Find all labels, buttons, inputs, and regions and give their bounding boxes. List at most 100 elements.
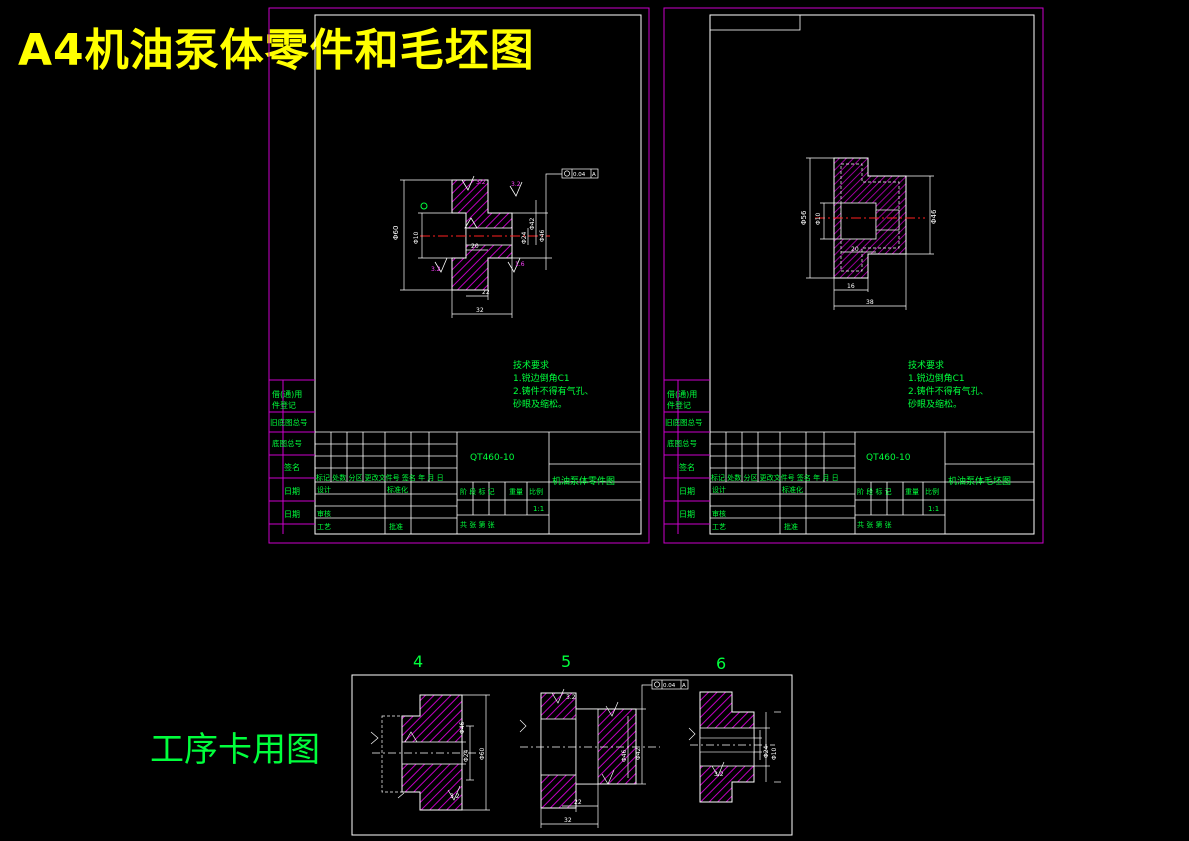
left-part-section: Φ60 Φ10 Φ24 Φ42 Φ46 20 22 32 3.2 3.2 3.2… — [392, 168, 599, 318]
right-cell-sheets: 共 张 第 张 — [857, 520, 892, 529]
process-tolerance-value: 0.04 — [663, 683, 676, 689]
process-6-finish: 3.2 — [714, 771, 724, 778]
process-tolerance-frame — [651, 679, 689, 690]
process-5-dim-22: 22 — [574, 799, 582, 806]
process-card-title: 工序卡用图 — [150, 730, 320, 770]
left-dim-d42: Φ42 — [529, 217, 536, 230]
page-title: A4机油泵体零件和毛坯图 — [18, 25, 535, 76]
right-inner-frame — [709, 14, 1035, 535]
right-dim-20: 20 — [851, 246, 859, 253]
left-dim-32: 32 — [476, 307, 484, 314]
left-cell-weight: 重量 — [509, 488, 523, 496]
left-side-label-3: 旧底图总号 — [270, 417, 308, 427]
left-tech-line2: 2.铸件不得有气孔、 — [513, 385, 594, 397]
right-tech-line1: 1.锐边倒角C1 — [908, 372, 965, 384]
process-5-dim-32: 32 — [564, 817, 572, 824]
right-cell-weight: 重量 — [905, 488, 919, 496]
right-blank-section: Φ56 Φ10 Φ46 20 16 38 — [800, 157, 938, 310]
left-tech-line3: 砂眼及缩松。 — [513, 398, 567, 410]
left-tolerance-frame — [561, 168, 599, 179]
right-cell-standard: 标准化 — [782, 485, 803, 494]
left-dim-22: 22 — [482, 289, 490, 296]
left-cell-design: 设计 — [317, 485, 331, 494]
process-step-6-drawing: Φ10 Φ24 3.2 — [688, 691, 781, 803]
left-cell-sheets: 共 张 第 张 — [460, 520, 495, 529]
right-cell-process: 工艺 — [712, 523, 726, 531]
right-scale: 1:1 — [928, 505, 939, 513]
right-cell-review: 审核 — [712, 509, 726, 518]
left-sheet-border — [268, 7, 650, 544]
left-cell-process: 工艺 — [317, 523, 331, 531]
left-drawing-name: 机油泵体零件图 — [552, 475, 615, 487]
left-side-column — [269, 379, 315, 534]
process-step-5-drawing: 0.04 A Φ42 Φ46 22 32 3.2 — [519, 679, 689, 828]
right-cell-stage: 阶 段 标 记 — [857, 487, 892, 496]
right-side-label-4: 底图总号 — [667, 438, 697, 448]
right-side-column — [664, 379, 710, 534]
right-tech-heading: 技术要求 — [908, 359, 944, 371]
right-side-label-7: 日期 — [679, 510, 695, 519]
right-tech-line3: 砂眼及缩松。 — [908, 398, 962, 410]
right-cell-design: 设计 — [712, 485, 726, 494]
left-scale: 1:1 — [533, 505, 544, 513]
left-title-block — [315, 431, 641, 534]
left-cell-standard: 标准化 — [387, 485, 408, 494]
left-cell-stage: 阶 段 标 记 — [460, 487, 495, 496]
process-4-dim-d24: Φ24 — [463, 749, 470, 762]
right-dim-d10: Φ10 — [815, 212, 822, 225]
right-dim-d46: Φ46 — [930, 209, 938, 224]
right-drawing-name: 机油泵体毛坯图 — [948, 475, 1011, 487]
right-row-header: 标记 处数 分区 更改文件号 签名 年 月 日 — [711, 473, 839, 482]
process-tolerance-datum: A — [682, 683, 686, 689]
process-5-dim-d42: Φ42 — [635, 747, 642, 760]
left-dim-d10: Φ10 — [413, 231, 420, 244]
left-tolerance-value: 0.04 — [573, 172, 586, 178]
right-dim-d56: Φ56 — [800, 210, 808, 225]
left-cell-ratio: 比例 — [529, 487, 543, 496]
right-side-label-2: 件登记 — [667, 400, 691, 410]
process-5-finish: 3.2 — [566, 694, 576, 701]
left-side-label-4: 底图总号 — [272, 438, 302, 448]
left-finish-4: 1.6 — [515, 261, 525, 268]
left-finish-1: 3.2 — [476, 179, 486, 186]
left-finish-2: 3.2 — [511, 181, 521, 188]
right-dim-38: 38 — [866, 299, 874, 306]
process-4-finish: 3.2 — [450, 793, 460, 800]
left-sheet: 借(通)用 件登记 旧底图总号 底图总号 签名 日期 日期 — [268, 7, 650, 544]
left-row-header: 标记 处数 分区 更改文件号 签名 年 月 日 — [316, 473, 444, 482]
left-tech-heading: 技术要求 — [513, 359, 549, 371]
left-tolerance-datum: A — [592, 172, 596, 178]
left-cell-approve: 批准 — [389, 522, 403, 531]
right-dim-16: 16 — [847, 283, 855, 290]
left-finish-3: 3.2 — [431, 266, 441, 273]
process-step-4-drawing: Φ60 Φ24 Φ46 3.2 — [370, 694, 490, 811]
left-dim-d46: Φ46 — [539, 229, 546, 242]
process-step-4: 4 — [413, 652, 423, 671]
right-side-label-1: 借(通)用 — [667, 389, 697, 399]
right-title-block — [710, 431, 1034, 534]
right-sheet: 借(通)用 件登记 旧底图总号 底图总号 签名 日期 日期 — [663, 7, 1044, 544]
right-cell-ratio: 比例 — [925, 487, 939, 496]
process-step-6: 6 — [716, 654, 726, 673]
left-side-label-7: 日期 — [284, 510, 300, 519]
left-inner-frame — [314, 14, 642, 535]
left-tech-line1: 1.锐边倒角C1 — [513, 372, 570, 384]
right-corner-box — [709, 14, 801, 31]
process-card-frame — [351, 674, 793, 836]
process-4-dim-d46: Φ46 — [459, 721, 466, 734]
left-dim-d60: Φ60 — [392, 226, 400, 240]
process-4-dim-d60: Φ60 — [479, 747, 486, 760]
process-5-dim-d46: Φ46 — [621, 749, 628, 762]
left-material: QT460-10 — [470, 453, 515, 463]
right-side-label-6: 日期 — [679, 487, 695, 496]
right-sheet-border — [663, 7, 1044, 544]
process-6-dim-d24: Φ24 — [763, 745, 770, 758]
right-side-label-5: 签名 — [679, 462, 695, 472]
process-step-5: 5 — [561, 652, 571, 671]
left-datum-marker — [420, 202, 428, 210]
right-tech-line2: 2.铸件不得有气孔、 — [908, 385, 989, 397]
right-cell-approve: 批准 — [784, 522, 798, 531]
left-side-label-2: 件登记 — [272, 400, 296, 410]
left-side-label-6: 日期 — [284, 487, 300, 496]
